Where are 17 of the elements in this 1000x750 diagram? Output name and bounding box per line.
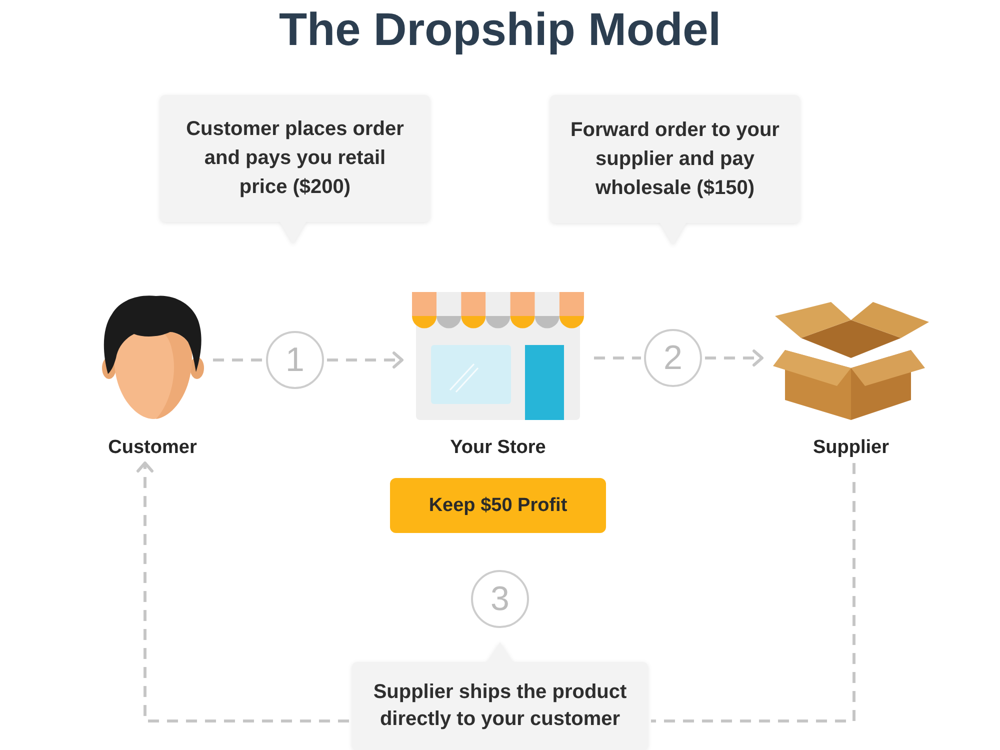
step-number: 3: [471, 570, 529, 628]
dashed-line: [594, 356, 641, 360]
dashed-arrow: [705, 350, 764, 366]
node-label: Supplier: [813, 436, 889, 460]
node-label: Customer: [108, 436, 197, 460]
dashed-arrow: [327, 352, 404, 368]
callout-text: Customer places order and pays you retail price ($200): [185, 117, 405, 200]
step-number: 2: [644, 329, 702, 387]
dashed-arrow: [136, 462, 349, 722]
dashed-line: [651, 463, 856, 722]
callout-text: Supplier ships the product directly to your customer: [372, 680, 628, 732]
profit-banner: Keep $50 Profit: [390, 478, 606, 533]
node-label: Your Store: [450, 436, 546, 460]
dashed-line: [213, 358, 263, 362]
callout-text: Forward order to your supplier and pay wholesale ($150): [570, 118, 780, 200]
title: The Dropship Model: [278, 2, 722, 56]
step-number: 1: [266, 331, 324, 389]
